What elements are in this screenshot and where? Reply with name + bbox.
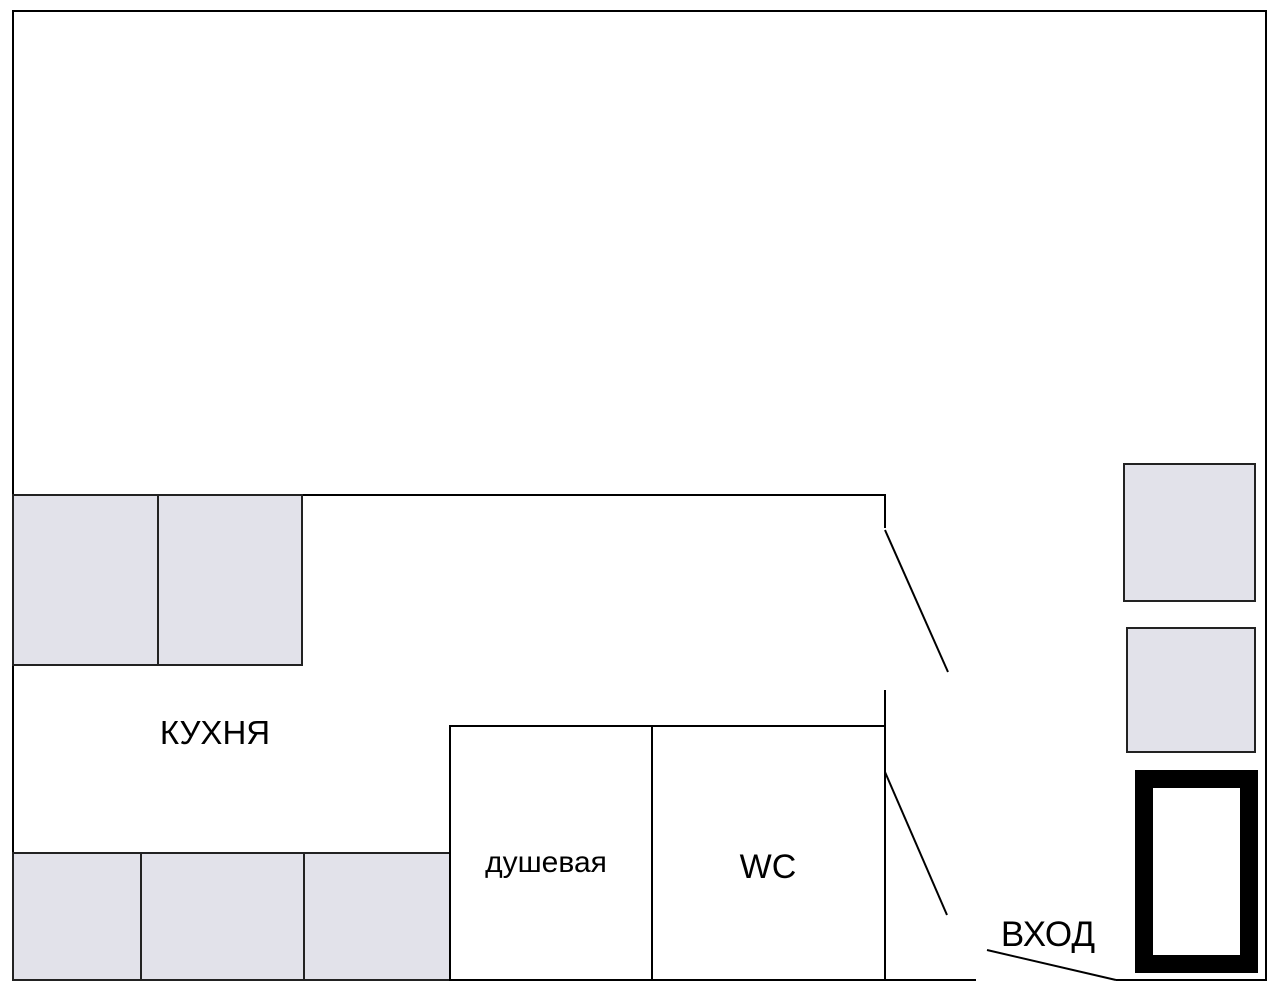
kitchen-label: КУХНЯ: [160, 714, 270, 751]
kitchen-upper-cabinets: [12, 494, 303, 666]
entrance-door: [986, 949, 1117, 981]
hall-cabinet: [1123, 463, 1256, 602]
wc-door: [884, 771, 948, 916]
cabinet: [157, 494, 303, 666]
entrance-label: ВХОД: [1001, 915, 1095, 954]
cabinet: [12, 494, 159, 666]
kitchen-lower-cabinets: [12, 852, 451, 981]
shower-label: душевая: [485, 846, 607, 879]
cabinet: [140, 852, 305, 981]
cabinet: [303, 852, 451, 981]
wc-room: [651, 725, 886, 981]
hall-cabinet: [1126, 627, 1256, 753]
cabinet: [12, 852, 142, 981]
kitchen-door: [884, 529, 949, 673]
entrance-mat: [1135, 770, 1258, 973]
wc-label: WC: [740, 848, 797, 886]
